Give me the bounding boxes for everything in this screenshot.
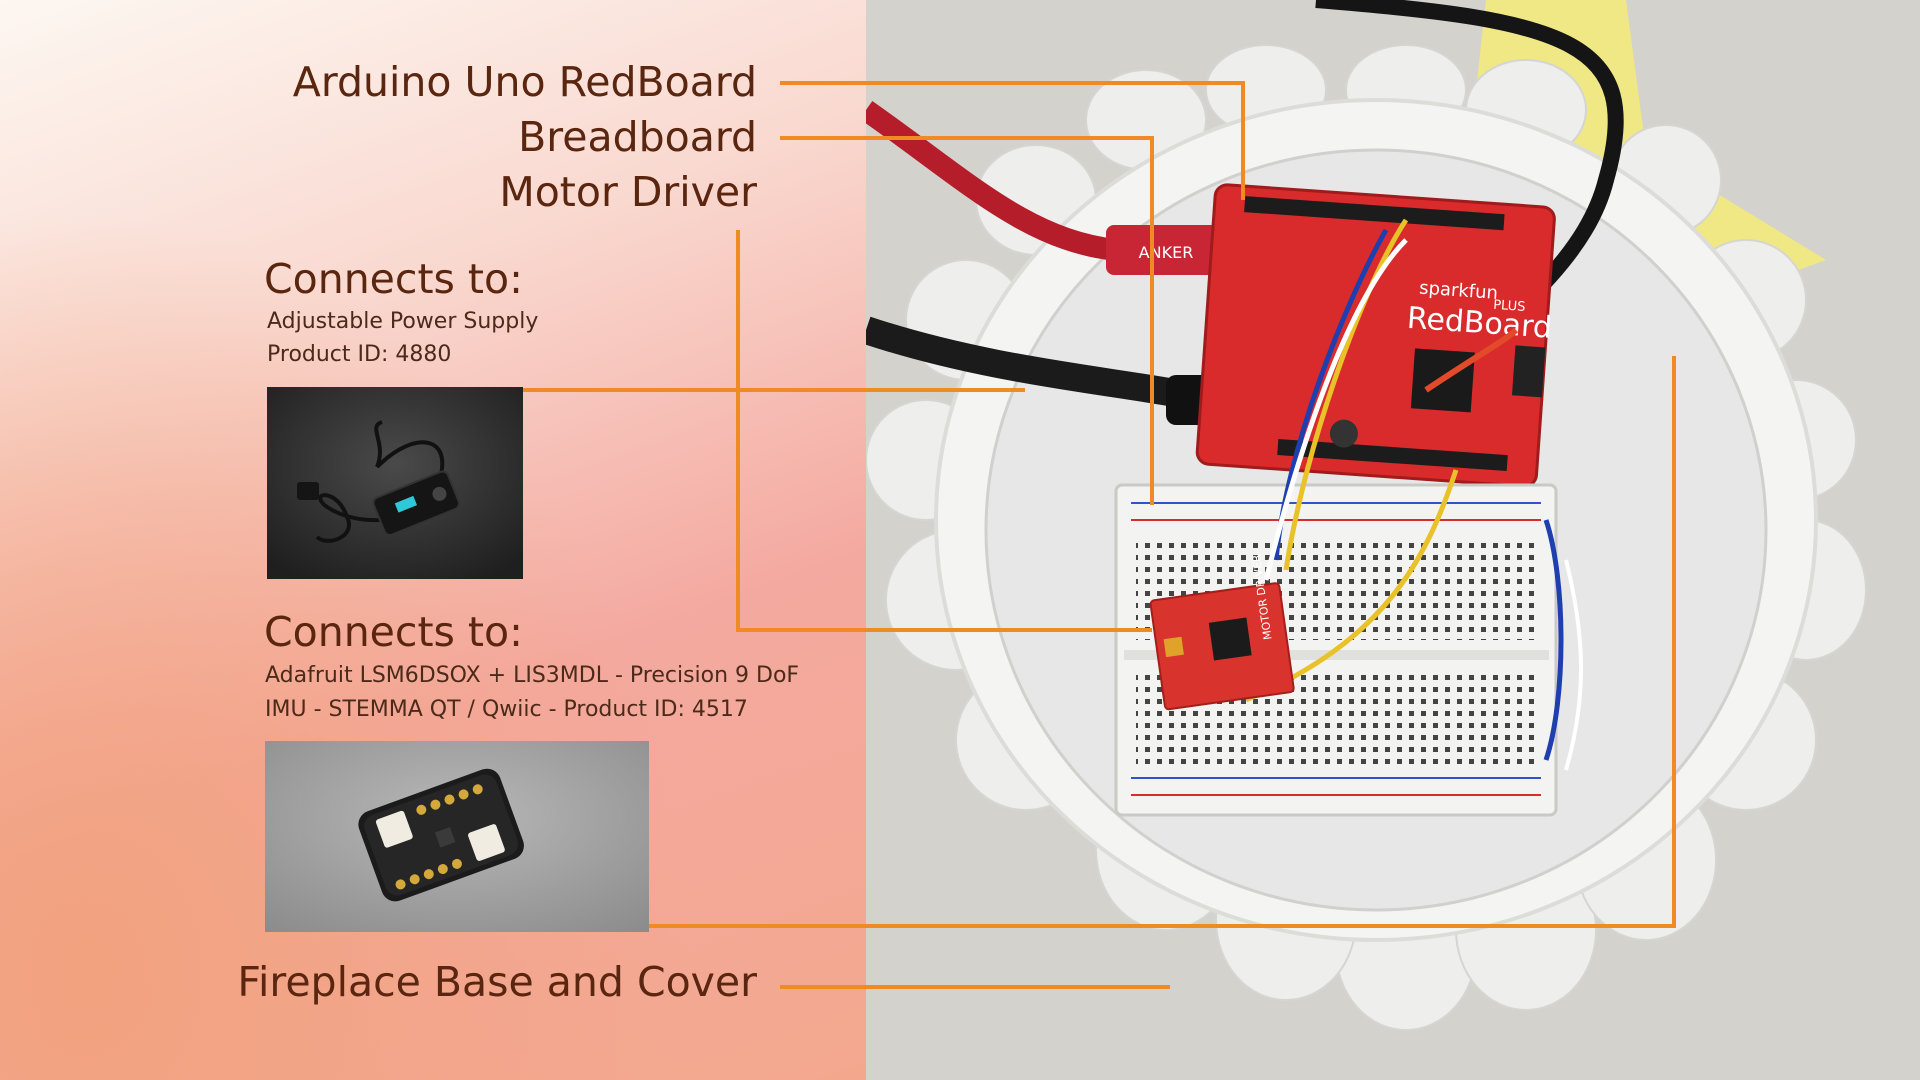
arduino-label: Arduino Uno RedBoard: [292, 58, 757, 106]
imu-sensor-image: [265, 741, 649, 932]
connects-to-heading-1: Connects to:: [264, 255, 523, 303]
imu-name-line2: IMU - STEMMA QT / Qwiic - Product ID: 45…: [265, 697, 748, 722]
power-supply-image: [267, 387, 523, 579]
arduino-leader-line: [780, 81, 1245, 200]
breadboard-leader-line: [780, 136, 1154, 505]
board-plus-text: PLUS: [1493, 298, 1526, 315]
power-supply-name: Adjustable Power Supply: [267, 309, 539, 334]
hardware-photo: ANKER sparkfun RedBoard PLUS MOTO: [866, 0, 1920, 1080]
power-supply-product-id: Product ID: 4880: [267, 342, 452, 367]
connects-to-heading-2: Connects to:: [264, 608, 523, 656]
motor-driver-leader-line: [736, 230, 1152, 632]
motor-driver-label: Motor Driver: [499, 168, 757, 216]
imu-name-line1: Adafruit LSM6DSOX + LIS3MDL - Precision …: [265, 663, 800, 688]
fireplace-label: Fireplace Base and Cover: [237, 958, 757, 1006]
imu-leader-line: [648, 356, 1676, 928]
breadboard-label: Breadboard: [518, 113, 757, 161]
